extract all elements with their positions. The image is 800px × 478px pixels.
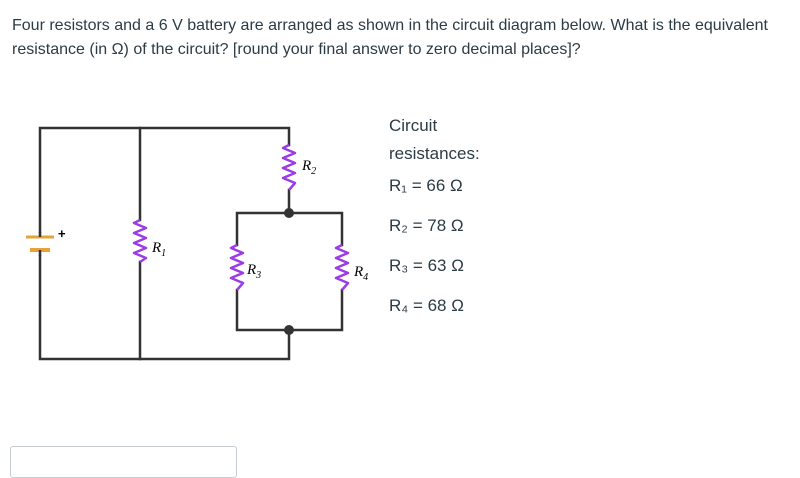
- label-r2: R2: [301, 158, 316, 177]
- resistance-r2: R₂ = 78 Ω: [389, 216, 464, 235]
- label-r3: R3: [246, 262, 261, 281]
- wire-bottom: [38, 254, 291, 361]
- battery: +: [26, 226, 66, 256]
- question-text: Four resistors and a 6 V battery are arr…: [12, 14, 788, 62]
- junction-bottom: [284, 325, 294, 335]
- resistor-r4: [334, 243, 350, 291]
- resistance-r4: R₄ = 68 Ω: [389, 296, 464, 315]
- resistor-r3: [229, 243, 245, 291]
- resistor-r1: [132, 218, 148, 264]
- answer-input[interactable]: [10, 446, 237, 478]
- question-line-2: resistance (in Ω) of the circuit? [round…: [12, 41, 581, 58]
- resistor-r2: [281, 143, 297, 191]
- resistance-list: Circuit resistances: R₁ = 66 Ω R₂ = 78 Ω…: [389, 112, 480, 336]
- label-r4: R4: [353, 264, 368, 283]
- wire-top: [38, 126, 291, 234]
- junction-top: [284, 208, 294, 218]
- wires: [38, 126, 344, 361]
- battery-plus-label: +: [58, 226, 66, 241]
- label-r1: R1: [151, 240, 166, 259]
- question-line-1: Four resistors and a 6 V battery are arr…: [12, 17, 768, 34]
- resistance-r3: R₃ = 63 Ω: [389, 256, 464, 275]
- circuit-diagram: + R1 R2 R3 R4: [26, 126, 368, 361]
- resistance-r1: R₁ = 66 Ω: [389, 176, 463, 195]
- wire-parallel-bottom: [235, 288, 344, 332]
- resistance-title: Circuit resistances:: [389, 116, 480, 163]
